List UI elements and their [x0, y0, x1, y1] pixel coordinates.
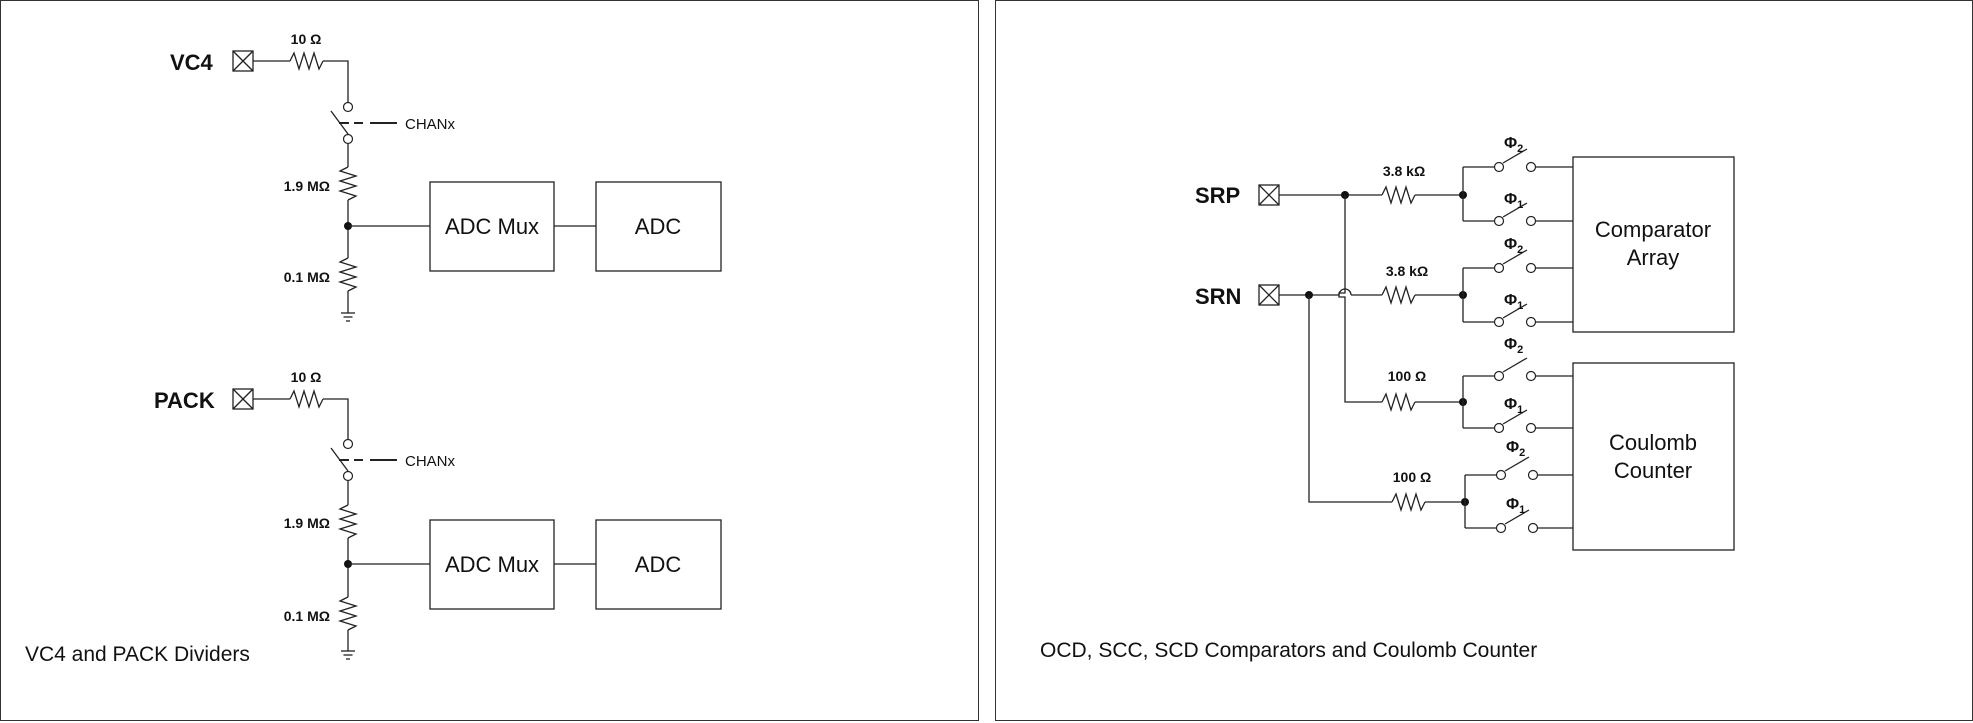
pin-label-vc4: VC4 [170, 50, 214, 75]
right-panel [995, 0, 1973, 721]
vc4-divider-circuit: VC4 10 Ω CHANx 1.9 MΩ 0.1 MΩ [170, 31, 722, 322]
chanx-label: CHANx [405, 453, 456, 470]
coulomb-counter-label-line2: Counter [1614, 458, 1692, 483]
pin-label-srn: SRN [1195, 284, 1241, 309]
phase-label: Φ1 [1504, 191, 1523, 211]
adc-mux-box [429, 181, 555, 272]
ground-icon [341, 312, 355, 322]
coulomb-counter-box [1572, 362, 1735, 551]
chanx-switch-icon [330, 438, 397, 482]
series-resistor-icon [289, 388, 324, 410]
resistor-icon [1391, 491, 1426, 513]
comparator-array-label-line2: Array [1627, 245, 1680, 270]
coulomb-counter-label-line1: Coulomb [1609, 430, 1697, 455]
adc-label: ADC [635, 552, 682, 577]
phase-switch-icon [1465, 456, 1573, 481]
pack-divider-circuit: PACK 10 Ω CHANx 1.9 MΩ 0.1 MΩ [154, 369, 722, 660]
chanx-switch-icon [330, 101, 397, 145]
pin-srp-icon [1258, 184, 1280, 206]
pin-label-pack: PACK [154, 388, 215, 413]
series-resistor-label: 10 Ω [291, 369, 322, 385]
resistor-label: 100 Ω [1388, 368, 1426, 384]
upper-resistor-icon [337, 504, 359, 539]
left-caption: VC4 and PACK Dividers [25, 643, 250, 666]
pin-pack-icon [232, 388, 254, 410]
phase-switch-icon [1465, 509, 1573, 534]
ground-icon [341, 650, 355, 660]
resistor-icon [1381, 184, 1416, 206]
phase-label: Φ1 [1506, 496, 1525, 516]
upper-resistor-icon [337, 166, 359, 201]
upper-resistor-label: 1.9 MΩ [284, 178, 330, 194]
phase-switch-icon [1463, 409, 1573, 434]
adc-box [595, 181, 722, 272]
series-resistor-label: 10 Ω [291, 31, 322, 47]
phase-switch-icon [1463, 249, 1573, 274]
lower-resistor-icon [337, 257, 359, 292]
phase-label: Φ2 [1504, 336, 1523, 356]
pin-vc4-icon [232, 50, 254, 72]
adc-mux-label: ADC Mux [445, 552, 539, 577]
pin-srn-icon [1258, 284, 1280, 306]
resistor-label: 100 Ω [1393, 469, 1431, 485]
resistor-icon [1381, 391, 1416, 413]
resistor-label: 3.8 kΩ [1383, 163, 1425, 179]
adc-mux-box [429, 519, 555, 610]
comparator-array-label-line1: Comparator [1595, 217, 1711, 242]
lower-resistor-label: 0.1 MΩ [284, 608, 330, 624]
pin-label-srp: SRP [1195, 183, 1240, 208]
comparator-array-box [1572, 156, 1735, 333]
lower-resistor-label: 0.1 MΩ [284, 269, 330, 285]
lower-resistor-icon [337, 596, 359, 631]
phase-switch-icon [1463, 303, 1573, 328]
phase-label: Φ1 [1504, 396, 1523, 416]
phase-label: Φ1 [1504, 292, 1523, 312]
resistor-icon [1381, 284, 1416, 306]
adc-label: ADC [635, 214, 682, 239]
resistor-label: 3.8 kΩ [1386, 263, 1428, 279]
phase-switch-icon [1463, 148, 1573, 173]
phase-label: Φ2 [1504, 135, 1523, 155]
upper-resistor-label: 1.9 MΩ [284, 515, 330, 531]
chanx-label: CHANx [405, 116, 456, 133]
adc-mux-label: ADC Mux [445, 214, 539, 239]
phase-label: Φ2 [1504, 236, 1523, 256]
phase-switch-icon [1463, 357, 1573, 382]
phase-switch-icon [1463, 202, 1573, 227]
series-resistor-icon [289, 50, 324, 72]
right-caption: OCD, SCC, SCD Comparators and Coulomb Co… [1040, 639, 1537, 662]
sense-circuit: SRP SRN 3.8 kΩ 3.8 kΩ 10 [1195, 135, 1735, 551]
phase-label: Φ2 [1506, 439, 1525, 459]
adc-box [595, 519, 722, 610]
